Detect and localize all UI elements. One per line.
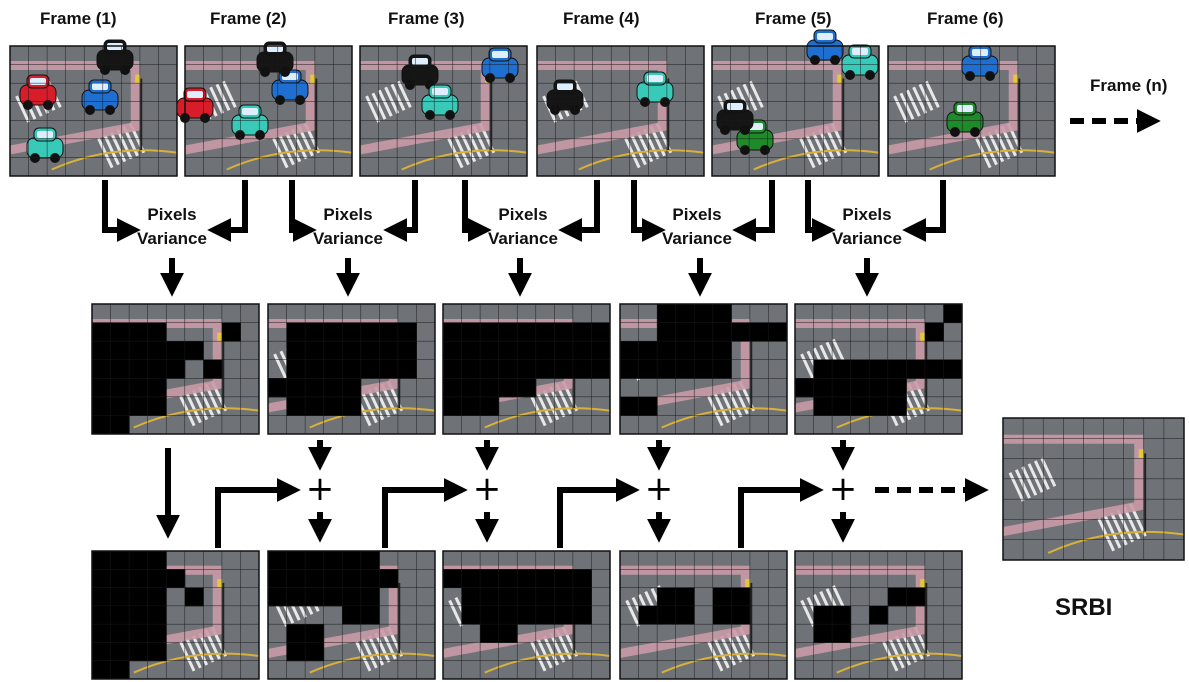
frame-to-variance-arrow bbox=[383, 180, 418, 242]
car-icon bbox=[481, 47, 519, 83]
frame-to-variance-arrow bbox=[805, 180, 836, 242]
frame-thumbnail bbox=[176, 41, 353, 177]
pixels-variance-5: Pixels Variance bbox=[822, 203, 912, 251]
pixels-variance-line1: Pixels bbox=[672, 205, 722, 224]
pixels-variance-line2: Variance bbox=[832, 229, 902, 248]
plus-symbol: + bbox=[645, 469, 674, 509]
frame-n-label: Frame (n) bbox=[1090, 76, 1168, 95]
frame-to-variance-arrow bbox=[102, 180, 141, 242]
frame-to-variance-arrow bbox=[902, 180, 946, 242]
pixels-variance-line2: Variance bbox=[137, 229, 207, 248]
frame-thumbnail bbox=[711, 29, 880, 177]
car-icon bbox=[961, 45, 999, 81]
pixels-variance-3: Pixels Variance bbox=[478, 203, 568, 251]
pixels-variance-line1: Pixels bbox=[147, 205, 197, 224]
pixels-variance-line2: Variance bbox=[488, 229, 558, 248]
frame-to-variance-arrow bbox=[289, 180, 317, 242]
frame-to-variance-arrow bbox=[462, 180, 492, 242]
variance-mask-tile bbox=[91, 303, 260, 435]
frame-to-variance-arrow bbox=[732, 180, 775, 242]
frame-label-4: Frame (4) bbox=[563, 9, 640, 28]
car-icon bbox=[271, 69, 309, 105]
frame-label-5: Frame (5) bbox=[755, 9, 832, 28]
frame-thumbnail bbox=[887, 45, 1056, 177]
plus-symbol: + bbox=[829, 469, 858, 509]
pixels-variance-line2: Variance bbox=[662, 229, 732, 248]
frame-label-6: Frame (6) bbox=[927, 9, 1004, 28]
pixels-variance-2: Pixels Variance bbox=[303, 203, 393, 251]
frame-thumbnail bbox=[9, 39, 178, 177]
accumulated-mask-tile bbox=[619, 550, 788, 680]
variance-mask-tile bbox=[619, 303, 788, 435]
car-icon bbox=[806, 29, 844, 65]
pixels-variance-line2: Variance bbox=[313, 229, 383, 248]
plus-symbol: + bbox=[306, 469, 335, 509]
pixels-variance-4: Pixels Variance bbox=[652, 203, 742, 251]
variance-mask-tile bbox=[442, 303, 611, 435]
frame-label-3: Frame (3) bbox=[388, 9, 465, 28]
accumulated-mask-tile bbox=[267, 550, 436, 680]
pixels-variance-line1: Pixels bbox=[323, 205, 373, 224]
frame-to-variance-arrow bbox=[207, 180, 248, 242]
frame-label-1: Frame (1) bbox=[40, 9, 117, 28]
variance-mask-tile bbox=[794, 303, 963, 435]
pixels-variance-1: Pixels Variance bbox=[127, 203, 217, 251]
variance-mask-tile bbox=[267, 303, 436, 435]
srbi-result-image bbox=[1002, 417, 1185, 561]
accumulated-mask-tile bbox=[442, 550, 611, 680]
car-icon bbox=[26, 127, 64, 163]
pixels-variance-line1: Pixels bbox=[842, 205, 892, 224]
accumulated-mask-tile bbox=[91, 550, 260, 680]
car-icon bbox=[946, 101, 984, 137]
frame-thumbnail bbox=[359, 45, 528, 177]
srbi-label: SRBI bbox=[1055, 594, 1113, 621]
accumulated-mask-tile bbox=[794, 550, 963, 680]
frame-label-2: Frame (2) bbox=[210, 9, 287, 28]
feedback-arrow bbox=[557, 478, 640, 548]
pixels-variance-line1: Pixels bbox=[498, 205, 548, 224]
feedback-arrow bbox=[738, 478, 824, 548]
feedback-arrow bbox=[382, 478, 468, 548]
frame-thumbnail bbox=[536, 45, 705, 177]
frame-to-variance-arrow bbox=[558, 180, 600, 242]
plus-symbol: + bbox=[473, 469, 502, 509]
feedback-arrow bbox=[215, 478, 301, 548]
frame-to-variance-arrow bbox=[631, 180, 666, 242]
